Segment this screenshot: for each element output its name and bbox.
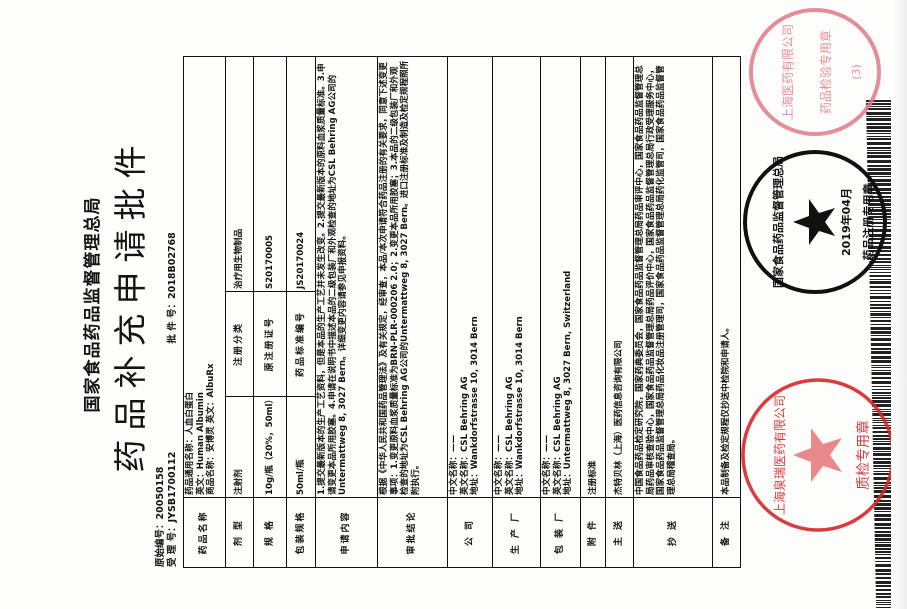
approval-no: 2018B02768 (167, 232, 178, 299)
label: 注册分类 (225, 291, 254, 397)
label: 备 注 (712, 497, 741, 568)
row-conclusion: 审批结论 根据《中华人民共和国药品管理法》及有关规定，经审查，本品/本次申请符合… (377, 56, 448, 568)
generic-name: 药品通用名称：人血白蛋白 (185, 391, 195, 495)
row-drug-name: 药品名称 药品通用名称：人血白蛋白 英文：Human Albumin 商品名称：… (183, 56, 226, 568)
address: 地址：Wankdorfstrasse 10, 3014 Bern (470, 316, 481, 495)
drug-name-value: 药品通用名称：人血白蛋白 英文：Human Albumin 商品名称：安博灵 英… (183, 56, 226, 498)
label: 抄 送 (633, 497, 713, 568)
document-meta: 原始编号：20050158 受 理 号：JYSB1700112 批 件 号：20… (155, 57, 179, 567)
value: 中文名称：—— 英文名称：CSL Behring AG 地址：Untermatt… (540, 56, 581, 498)
label: 原注册证号 (253, 291, 287, 397)
row-spec: 规 格 10g/瓶（20%，50ml） 原注册证号 S20170005 (253, 56, 287, 568)
row-application: 申请内容 1.提交最新版本的生产工艺资料，但是本品的生产工艺并未发生改变。2.提… (315, 56, 378, 568)
value: 50ml/瓶 (286, 396, 316, 498)
value: 杰特贝林（上海）医药信息咨询有限公司 (605, 56, 634, 498)
row-packager: 包 装 厂 中文名称：—— 英文名称：CSL Behring AG 地址：Unt… (540, 56, 581, 568)
accept-no: JYSB1700112 (167, 451, 178, 523)
value: 1.提交最新版本的生产工艺资料，但是本品的生产工艺并未发生改变。2.提交最新版本… (315, 56, 378, 498)
value: JS20170024 (286, 56, 316, 292)
value: 注册标准 (580, 56, 606, 498)
en-name: 英文名称：CSL Behring AG (459, 376, 470, 495)
value: 中文名称：—— 英文名称：CSL Behring AG 地址：Wankdorfs… (447, 56, 493, 498)
row-attachment: 附 件 注册标准 (580, 56, 606, 568)
label: 规 格 (253, 497, 287, 568)
original-no: 20050158 (155, 466, 166, 520)
value: 根据《中华人民共和国药品管理法》及有关规定，经审查，本品/本次申请符合药品注册的… (377, 56, 448, 498)
label: 公 司 (447, 497, 493, 568)
address: 地址：Wankdorfstrasse 10, 3014 Bern (515, 316, 526, 495)
english-name: 英文：Human Albumin (195, 392, 206, 495)
row-dosage-form: 剂 型 注射剂 注册分类 治疗用生物制品 (225, 56, 254, 568)
row-company: 公 司 中文名称：—— 英文名称：CSL Behring AG 地址：Wankd… (447, 56, 493, 568)
row-package: 包装规格 50ml/瓶 药品标准编号 JS20170024 (286, 56, 316, 568)
label: 附 件 (580, 497, 606, 568)
label: 包 装 厂 (540, 497, 581, 568)
original-no-label: 原始编号： (155, 519, 166, 567)
value: S20170005 (253, 56, 287, 292)
value: 10g/瓶（20%，50ml） (253, 396, 287, 498)
en-name: 英文名称：CSL Behring AG (552, 376, 563, 495)
page-edge (891, 0, 907, 609)
label: 申请内容 (315, 497, 378, 568)
value: 本品制备及检定规程仅抄送中检院和申请人。 (712, 56, 741, 498)
approval-no-label: 批 件 号： (167, 298, 178, 344)
cn-name: 中文名称：—— (494, 434, 504, 495)
label: 审批结论 (377, 497, 448, 568)
approval-table: 药品名称 药品通用名称：人血白蛋白 英文：Human Albumin 商品名称：… (183, 56, 741, 568)
label: 主 送 (605, 497, 634, 568)
value: 注射剂 (225, 396, 254, 498)
row-recipient: 主 送 杰特贝林（上海）医药信息咨询有限公司 (605, 56, 634, 568)
cn-name: 中文名称：—— (542, 434, 552, 495)
row-cc: 抄 送 中国食品药品检定研究院，国家药典委员会，国家食品药品监督管理总局药品审评… (633, 56, 713, 568)
en-name: 英文名称：CSL Behring AG (504, 376, 515, 495)
label: 生 产 厂 (492, 497, 541, 568)
value: 治疗用生物制品 (225, 56, 254, 292)
label: 药品标准编号 (286, 291, 316, 397)
accept-no-label: 受 理 号： (167, 522, 178, 567)
document-title: 药品补充申请批件 (111, 136, 150, 473)
trade-name: 商品名称：安博灵 英文：AlbuRx (206, 363, 217, 495)
value: 中国食品药品检定研究院，国家药典委员会，国家食品药品监督管理总局药品审评中心，国… (633, 56, 713, 498)
label: 剂 型 (225, 497, 254, 568)
label: 药品名称 (183, 497, 226, 568)
value: 中文名称：—— 英文名称：CSL Behring AG 地址：Wankdorfs… (492, 56, 541, 498)
row-remarks: 备 注 本品制备及检定规程仅抄送中检院和申请人。 (712, 56, 741, 568)
label: 包装规格 (286, 497, 316, 568)
agency-name: 国家食品药品监督管理总局 (83, 196, 103, 413)
cn-name: 中文名称：—— (449, 434, 459, 495)
address: 地址：Untermattweg 8, 3027 Bern, Switzerlan… (563, 270, 574, 495)
row-manufacturer: 生 产 厂 中文名称：—— 英文名称：CSL Behring AG 地址：Wan… (492, 56, 541, 568)
